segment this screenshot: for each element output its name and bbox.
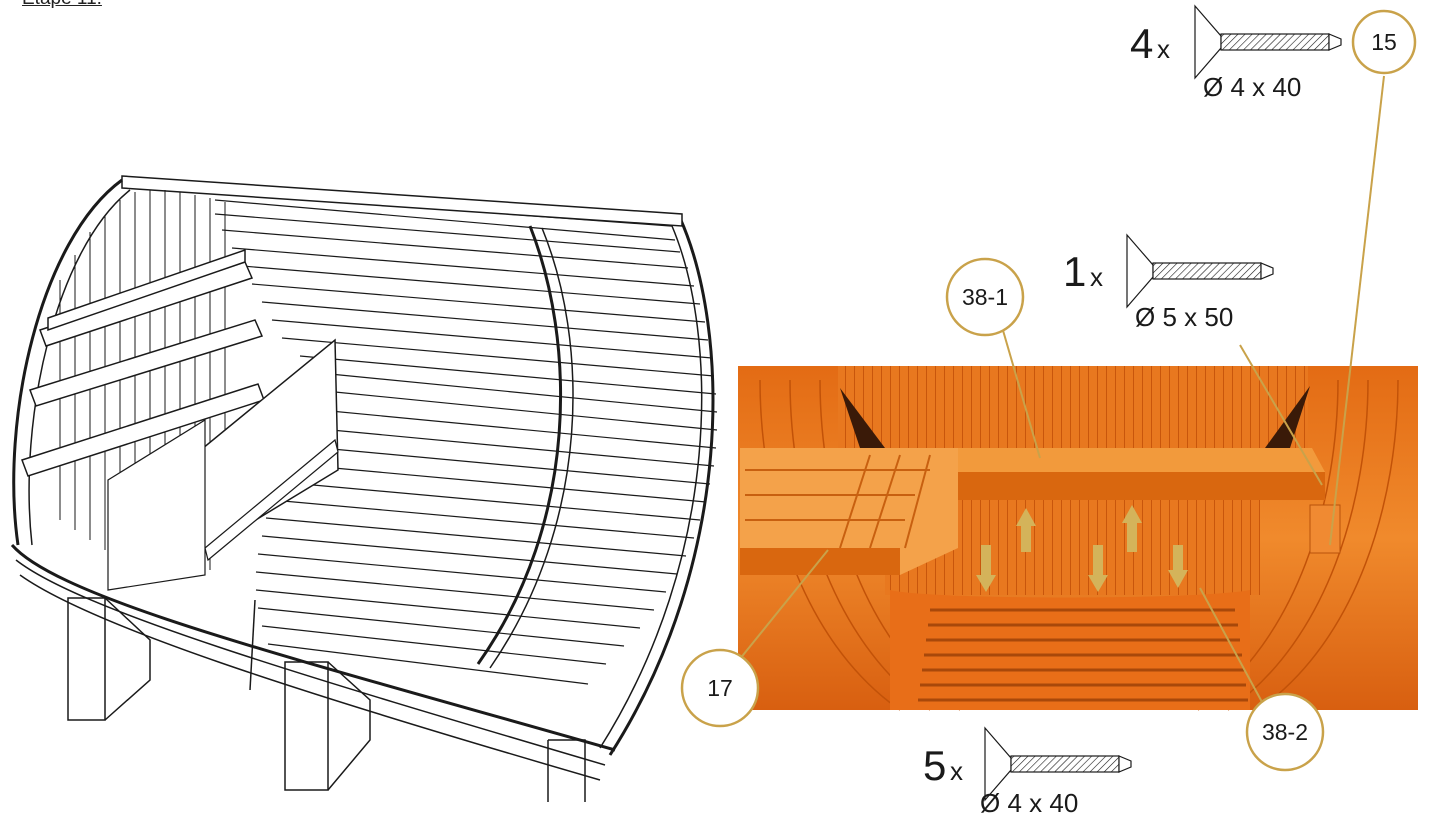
- leader-lines: [734, 75, 1385, 703]
- screw-middle-qty: 1: [1063, 248, 1086, 295]
- backrest-boards: [21, 248, 265, 477]
- front-ring: [121, 178, 715, 756]
- callout-38-1: 38-1: [945, 257, 1025, 337]
- screw-bottom-qty: 5: [923, 742, 946, 789]
- screw-top: 4 x Ø 4 x 40: [1130, 5, 1342, 102]
- screw-middle-dimension: Ø 5 x 50: [1135, 302, 1233, 332]
- sauna-interior-illustration: [738, 366, 1418, 711]
- barrel-slats: [214, 199, 718, 685]
- screw-bottom-x: x: [950, 756, 963, 786]
- screw-bottom: 5 x Ø 4 x 40: [923, 727, 1132, 818]
- svg-text:38-2: 38-2: [1262, 719, 1308, 745]
- callout-15: 15: [1351, 9, 1417, 75]
- screw-top-x: x: [1157, 34, 1170, 64]
- screw-top-dimension: Ø 4 x 40: [1203, 72, 1301, 102]
- back-wall: [12, 178, 123, 546]
- screw-middle: 1 x Ø 5 x 50: [1063, 234, 1274, 332]
- callout-38-2: 38-2: [1245, 692, 1325, 772]
- arrow-down-icon: [976, 545, 1188, 592]
- screw-bottom-dimension: Ø 4 x 40: [980, 788, 1078, 818]
- step-title: Étape 11:: [22, 0, 102, 10]
- svg-text:38-1: 38-1: [962, 284, 1008, 310]
- screw-top-qty: 4: [1130, 20, 1153, 67]
- svg-text:15: 15: [1371, 29, 1397, 55]
- screw-middle-x: x: [1090, 262, 1103, 292]
- svg-text:17: 17: [707, 675, 733, 701]
- screw-icon: [1194, 5, 1342, 79]
- callout-17: 17: [680, 648, 760, 728]
- screw-icon: [1126, 234, 1274, 308]
- support-legs: [67, 597, 586, 802]
- arrow-up-icon: [1016, 505, 1142, 552]
- barrel-sauna-line-art: [10, 175, 718, 802]
